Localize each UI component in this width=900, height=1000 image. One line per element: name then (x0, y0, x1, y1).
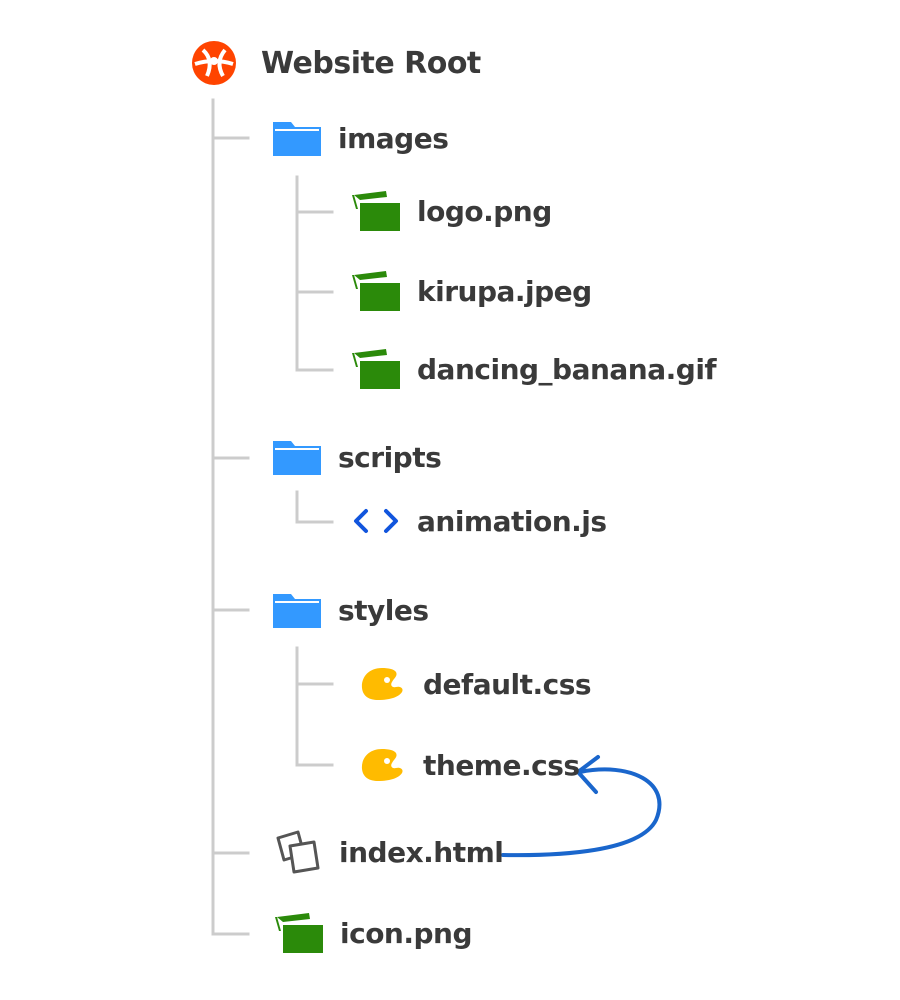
tree-node-label: icon.png (340, 916, 473, 950)
tree-node-label: dancing_banana.gif (417, 352, 717, 386)
tree-node-dancing-banana-gif[interactable]: dancing_banana.gif (349, 349, 717, 389)
palette-icon (355, 745, 409, 785)
tree-node-label: theme.css (423, 748, 580, 782)
code-brackets-icon (349, 501, 403, 541)
tree-node-website-root[interactable]: Website Root (187, 41, 481, 85)
tree-node-label: styles (338, 593, 429, 627)
image-file-icon (272, 913, 326, 953)
folder-icon (270, 437, 324, 477)
image-file-icon (349, 271, 403, 311)
tree-node-label: kirupa.jpeg (417, 274, 592, 308)
tree-node-logo-png[interactable]: logo.png (349, 191, 552, 231)
globe-icon (187, 41, 241, 85)
tree-node-images-folder[interactable]: images (270, 118, 449, 158)
tree-node-label: scripts (338, 440, 442, 474)
folder-icon (270, 590, 324, 630)
tree-node-label: Website Root (261, 45, 481, 81)
reference-arrow (501, 755, 662, 858)
tree-node-icon-png[interactable]: icon.png (272, 913, 473, 953)
folder-icon (270, 118, 324, 158)
tree-node-label: images (338, 121, 449, 155)
palette-icon (355, 664, 409, 704)
tree-node-scripts-folder[interactable]: scripts (270, 437, 442, 477)
image-file-icon (349, 191, 403, 231)
tree-node-default-css[interactable]: default.css (355, 664, 592, 704)
tree-node-theme-css[interactable]: theme.css (355, 745, 580, 785)
tree-node-animation-js[interactable]: animation.js (349, 501, 607, 541)
tree-node-label: default.css (423, 667, 592, 701)
tree-node-index-html[interactable]: index.html (271, 830, 504, 874)
tree-node-label: animation.js (417, 504, 607, 538)
document-pages-icon (271, 830, 325, 874)
image-file-icon (349, 349, 403, 389)
tree-node-kirupa-jpeg[interactable]: kirupa.jpeg (349, 271, 592, 311)
tree-node-styles-folder[interactable]: styles (270, 590, 429, 630)
tree-node-label: logo.png (417, 194, 552, 228)
tree-node-label: index.html (339, 835, 504, 869)
